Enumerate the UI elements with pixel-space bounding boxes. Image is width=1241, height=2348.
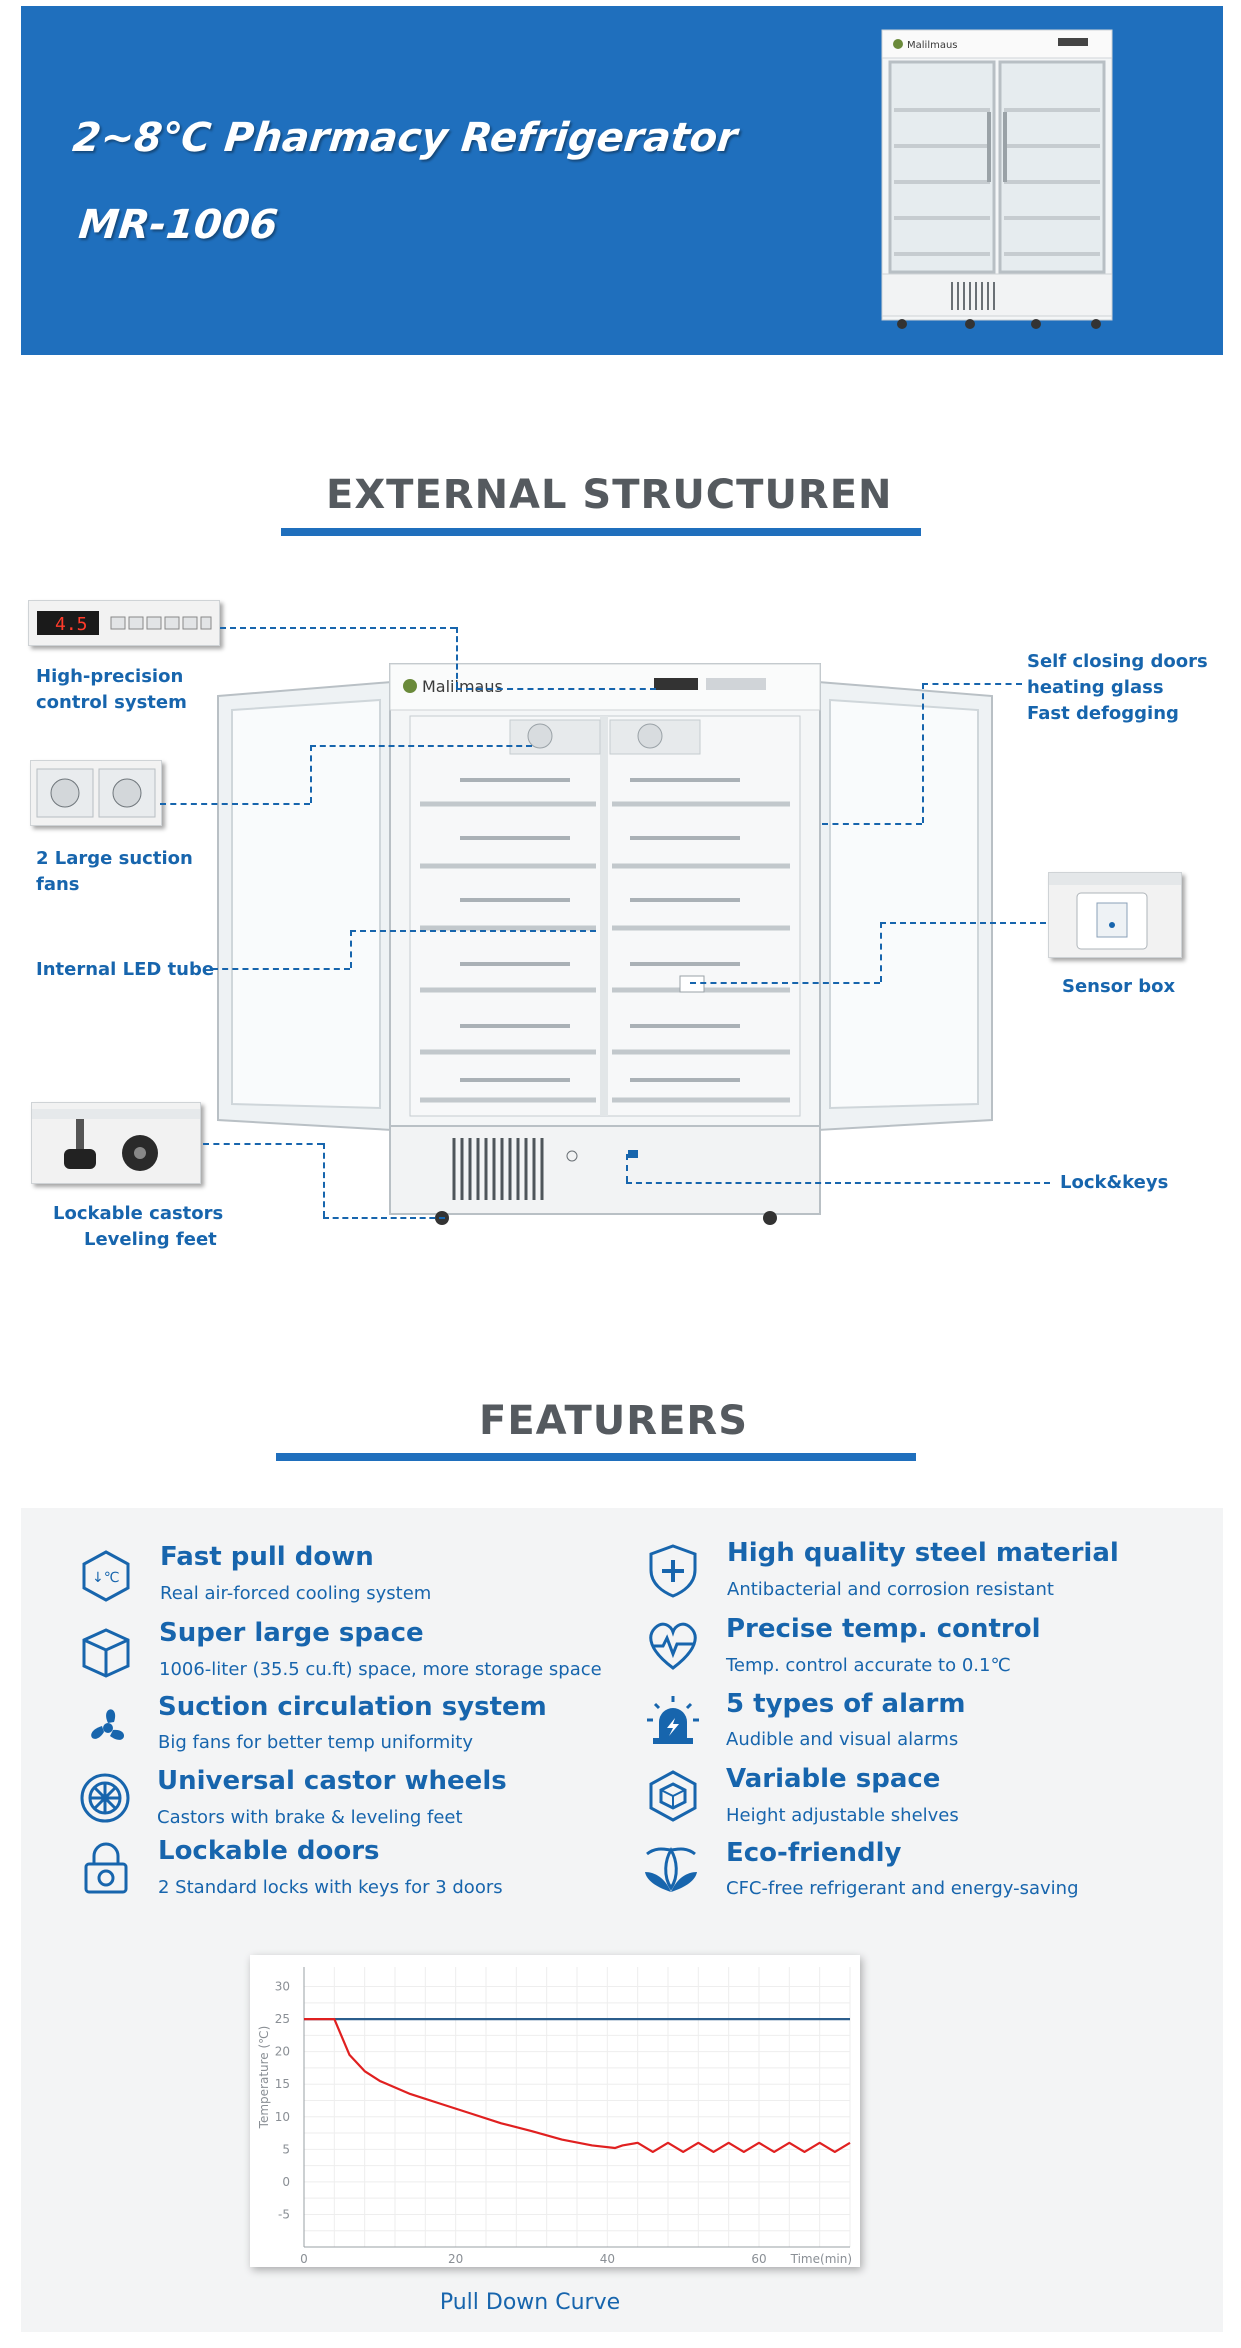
cube-icon — [82, 1628, 130, 1678]
heading-underline — [281, 528, 921, 536]
callout-led: Internal LED tube — [36, 959, 215, 980]
feature-title: Precise temp. control — [726, 1614, 1041, 1644]
castor-thumbnail — [31, 1102, 201, 1184]
pulse-icon — [649, 1622, 697, 1670]
leader-control-v — [456, 627, 458, 688]
features-heading: FEATURERS — [479, 1398, 748, 1444]
callout-castors-line1: Lockable castors — [53, 1203, 224, 1224]
fans-thumbnail — [30, 760, 162, 826]
callout-fans-line1: 2 Large suction — [36, 848, 193, 869]
feature-desc: Big fans for better temp uniformity — [158, 1732, 473, 1753]
fridge-brand-logo: Malilmaus — [422, 677, 503, 696]
leader-lock-v — [626, 1154, 628, 1182]
x-tick-label: 20 — [448, 2252, 463, 2266]
callout-lock: Lock&keys — [1060, 1172, 1169, 1193]
leader-fans-h2 — [310, 745, 532, 747]
feature-desc: 1006-liter (35.5 cu.ft) space, more stor… — [159, 1659, 602, 1680]
feature-desc: Real air-forced cooling system — [160, 1583, 432, 1604]
x-tick-label: 60 — [751, 2252, 766, 2266]
callout-doors-line3: Fast defogging — [1027, 703, 1179, 724]
leader-sensor-h — [880, 922, 1046, 924]
leaf-icon — [645, 1847, 697, 1892]
banner-fridge-image: Malilmaus — [881, 29, 1113, 329]
leader-sensor-v — [880, 922, 882, 982]
y-tick-label: 30 — [275, 1980, 290, 1994]
leader-led-h — [212, 968, 350, 970]
feature-title: Lockable doors — [158, 1836, 380, 1866]
feature-desc: 2 Standard locks with keys for 3 doors — [158, 1877, 503, 1898]
pull-down-chart-card: 30 25 20 15 10 5 0 -5 0 20 40 60 Time(min) Temperatur… — [250, 1955, 860, 2267]
y-tick-label: 20 — [275, 2045, 290, 2059]
x-axis-label: Time(min) — [790, 2252, 852, 2266]
series-line-cabinet — [304, 2017, 851, 2154]
feature-desc: Height adjustable shelves — [726, 1805, 959, 1826]
feature-title: High quality steel material — [727, 1538, 1119, 1568]
leader-castors-v — [323, 1143, 325, 1217]
feature-desc: Antibacterial and corrosion resistant — [727, 1579, 1054, 1600]
wheel-icon — [80, 1773, 130, 1823]
external-structure-heading: EXTERNAL STRUCTUREN — [326, 472, 893, 518]
leader-doors-h — [922, 683, 1022, 685]
box-icon — [649, 1770, 697, 1822]
callout-doors-line2: heating glass — [1027, 677, 1164, 698]
leader-sensor-h2 — [690, 982, 880, 984]
leader-doors-h2 — [822, 823, 922, 825]
control-panel-thumbnail: 4.5 — [28, 600, 220, 646]
svg-text:↓℃: ↓℃ — [92, 1570, 119, 1586]
y-tick-label: 0 — [282, 2175, 290, 2189]
feature-title: Universal castor wheels — [157, 1766, 507, 1796]
feature-desc: Castors with brake & leveling feet — [157, 1807, 463, 1828]
leader-control-h — [220, 627, 456, 629]
callout-doors-line1: Self closing doors — [1027, 651, 1208, 672]
control-display-value: 4.5 — [55, 614, 88, 635]
y-tick-label: 5 — [282, 2142, 290, 2156]
callout-control-line1: High-precision — [36, 666, 184, 687]
callout-sensor: Sensor box — [1062, 976, 1176, 997]
y-tick-label: 25 — [275, 2012, 290, 2026]
leader-led-v — [350, 930, 352, 968]
leader-lock-h — [626, 1182, 1050, 1184]
feature-desc: Audible and visual alarms — [726, 1729, 959, 1750]
product-title: 2~8℃ Pharmacy Refrigerator — [70, 115, 740, 161]
feature-title: Eco-friendly — [726, 1838, 902, 1868]
x-tick-label: 0 — [300, 2252, 308, 2266]
sensor-box-thumbnail — [1048, 872, 1182, 958]
leader-fans-v — [310, 745, 312, 803]
feature-title: Suction circulation system — [158, 1692, 547, 1722]
alarm-icon — [647, 1696, 699, 1744]
feature-title: Fast pull down — [160, 1542, 374, 1572]
shield-plus-icon — [649, 1544, 697, 1598]
fan-icon — [91, 1709, 125, 1740]
leader-led-h2 — [350, 930, 596, 932]
leader-control-h2 — [456, 688, 656, 690]
y-axis-label: Temperature (℃) — [257, 2026, 271, 2130]
model-number: MR-1006 — [76, 202, 280, 248]
fridge-diagram: Malilmaus — [217, 663, 993, 1225]
feature-title: Variable space — [726, 1764, 941, 1794]
banner-fridge-brand: Malilmaus — [907, 40, 958, 51]
callout-fans-line2: fans — [36, 874, 80, 895]
y-tick-label: 10 — [275, 2110, 290, 2124]
feature-title: Super large space — [159, 1618, 424, 1648]
chart-caption: Pull Down Curve — [439, 2290, 621, 2315]
pull-down-chart: 30 25 20 15 10 5 0 -5 0 20 40 60 Time(min) Temperatur… — [257, 1967, 852, 2266]
cooling-icon: ↓℃ — [82, 1550, 130, 1602]
y-tick-label: 15 — [275, 2077, 290, 2091]
features-underline — [276, 1453, 916, 1461]
feature-title: 5 types of alarm — [726, 1689, 966, 1719]
callout-castors-line2: Leveling feet — [84, 1229, 217, 1250]
leader-castors-h — [203, 1143, 323, 1145]
leader-doors-v — [922, 683, 924, 823]
leader-fans-h — [160, 803, 310, 805]
callout-control-line2: control system — [36, 692, 187, 713]
feature-desc: CFC-free refrigerant and energy-saving — [726, 1878, 1079, 1899]
feature-desc: Temp. control accurate to 0.1℃ — [726, 1655, 1011, 1676]
y-tick-label: -5 — [278, 2207, 290, 2221]
lock-icon — [84, 1842, 128, 1894]
x-tick-label: 40 — [600, 2252, 615, 2266]
leader-castors-h2 — [323, 1217, 445, 1219]
